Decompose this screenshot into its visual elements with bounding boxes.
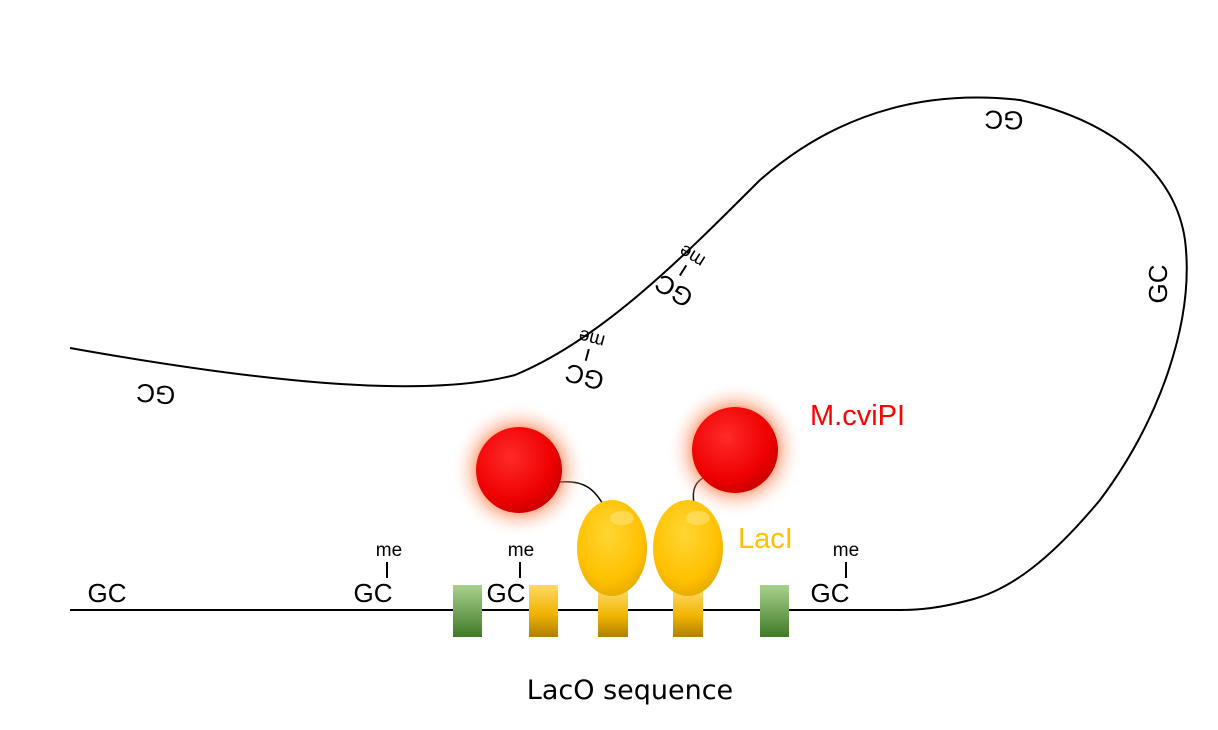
laco-sequence-label: LacO sequence: [527, 675, 733, 706]
gc-site-3: GC: [487, 578, 526, 608]
operator-block-1: [529, 585, 558, 637]
gc-site-2: GC: [354, 578, 393, 608]
mcvipi-enzyme-left: [451, 402, 587, 538]
methyl-label-loop-2: me: [676, 240, 710, 272]
laci-protein-left: [577, 500, 647, 596]
methyl-label-loop-1: me: [576, 324, 607, 351]
gc-site-loop-left: GC: [135, 377, 176, 410]
gc-site-1: GC: [88, 578, 127, 608]
methyl-label-4: me: [833, 540, 859, 561]
gc-site-methylated-loop-1: GC me: [562, 324, 608, 397]
laci-protein-right: [653, 500, 723, 596]
laci-label: LacI: [738, 523, 793, 555]
operator-block-3: [673, 590, 703, 637]
operator-block-2: [598, 590, 628, 637]
spacer-block-left: [453, 585, 482, 637]
mcvipi-enzyme-right: [667, 382, 803, 518]
methyl-label-3: me: [508, 540, 534, 561]
gc-site-loop-top: GC: [984, 104, 1024, 135]
methyl-label-2: me: [376, 540, 402, 561]
gc-site-loop-1: GC: [562, 358, 607, 397]
gc-site-loop-right: GC: [1143, 265, 1173, 304]
mcvipi-label: M.cviPI: [810, 400, 905, 432]
svg-text:GC: GC: [984, 104, 1024, 135]
svg-text:GC: GC: [135, 377, 176, 410]
gc-site-4: GC: [811, 578, 850, 608]
methyl-ticks: [386, 562, 847, 578]
svg-text:GC: GC: [1143, 265, 1173, 304]
laco-sequence: [453, 585, 789, 637]
gc-site-loop-2: GC: [649, 268, 698, 314]
spacer-block-right: [760, 585, 789, 637]
